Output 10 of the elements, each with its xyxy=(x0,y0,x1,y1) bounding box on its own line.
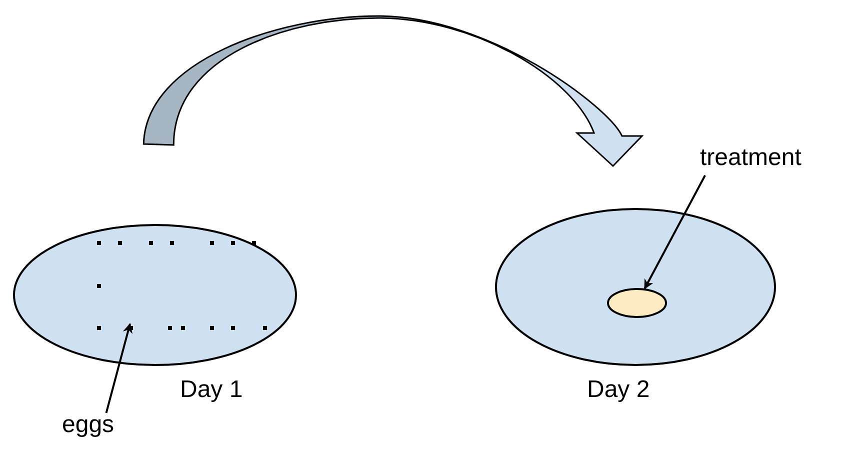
petri-dish xyxy=(13,224,297,366)
day-label: Day 2 xyxy=(587,377,650,404)
treatment-spot xyxy=(607,288,667,318)
leader-line xyxy=(644,174,706,290)
petri-dish xyxy=(495,208,776,366)
day-label: Day 1 xyxy=(180,377,243,404)
curved-block-arrow xyxy=(142,15,643,167)
leader-line xyxy=(105,323,132,414)
callout-text: treatment xyxy=(700,145,802,172)
callout-text: eggs xyxy=(62,412,114,438)
